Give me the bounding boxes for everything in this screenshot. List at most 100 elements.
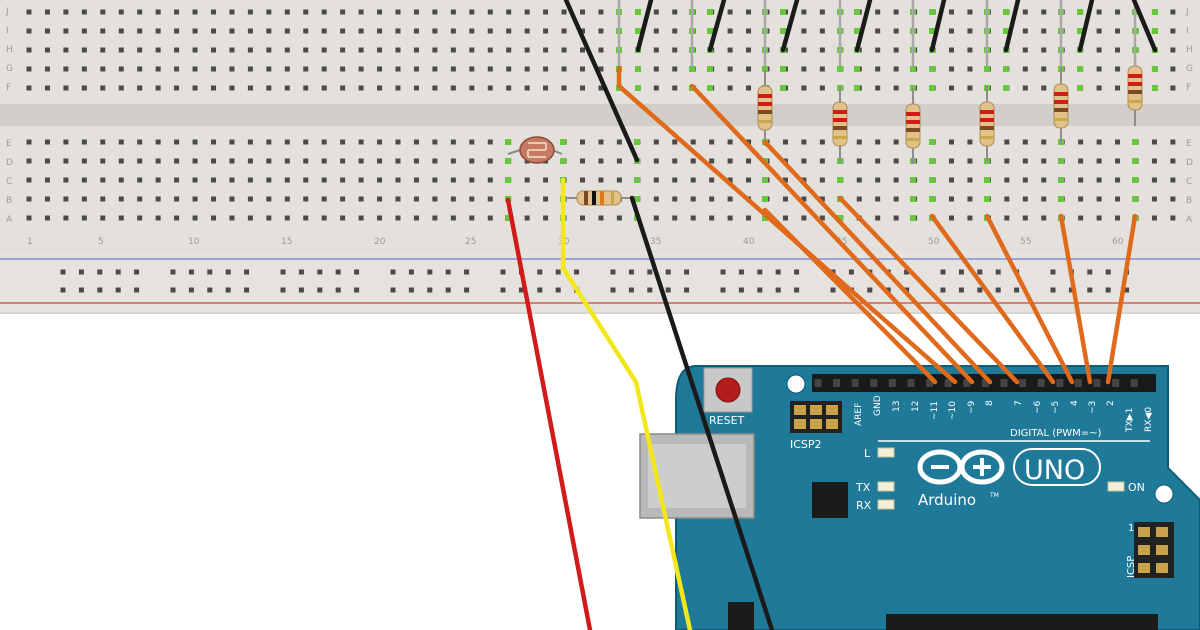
breadboard-hole[interactable] — [413, 28, 419, 34]
breadboard-hole[interactable] — [321, 196, 327, 202]
breadboard-hole[interactable] — [875, 158, 881, 164]
rail-hole[interactable] — [225, 269, 231, 275]
connected-hole[interactable] — [635, 28, 641, 34]
header-socket[interactable] — [907, 379, 915, 387]
breadboard-hole[interactable] — [893, 47, 899, 53]
breadboard-hole[interactable] — [137, 9, 143, 15]
breadboard-hole[interactable] — [303, 196, 309, 202]
connected-hole[interactable] — [929, 9, 935, 15]
breadboard-hole[interactable] — [137, 196, 143, 202]
breadboard-hole[interactable] — [432, 85, 438, 91]
breadboard-hole[interactable] — [26, 196, 32, 202]
breadboard-hole[interactable] — [44, 28, 50, 34]
breadboard-hole[interactable] — [967, 139, 973, 145]
rail-hole[interactable] — [794, 269, 800, 275]
connected-hole[interactable] — [1003, 66, 1009, 72]
connected-hole[interactable] — [707, 28, 713, 34]
breadboard-hole[interactable] — [856, 196, 862, 202]
breadboard-hole[interactable] — [247, 85, 253, 91]
breadboard-hole[interactable] — [450, 85, 456, 91]
breadboard-hole[interactable] — [174, 158, 180, 164]
connected-hole[interactable] — [762, 177, 768, 183]
breadboard-hole[interactable] — [875, 85, 881, 91]
breadboard-hole[interactable] — [469, 196, 475, 202]
breadboard-hole[interactable] — [284, 177, 290, 183]
rail-hole[interactable] — [1105, 287, 1111, 293]
breadboard-hole[interactable] — [229, 158, 235, 164]
rail-hole[interactable] — [60, 269, 66, 275]
breadboard-hole[interactable] — [192, 177, 198, 183]
wire-black-led-ground[interactable] — [854, 0, 873, 53]
breadboard-hole[interactable] — [856, 177, 862, 183]
connected-hole[interactable] — [780, 28, 786, 34]
breadboard-hole[interactable] — [266, 177, 272, 183]
rail-hole[interactable] — [188, 287, 194, 293]
breadboard-hole[interactable] — [450, 196, 456, 202]
connected-hole[interactable] — [635, 85, 641, 91]
breadboard-hole[interactable] — [598, 47, 604, 53]
breadboard-hole[interactable] — [801, 85, 807, 91]
connected-hole[interactable] — [1132, 177, 1138, 183]
breadboard-hole[interactable] — [672, 66, 678, 72]
breadboard-hole[interactable] — [211, 47, 216, 53]
breadboard-hole[interactable] — [303, 158, 309, 164]
breadboard-hole[interactable] — [192, 215, 198, 221]
breadboard-hole[interactable] — [395, 85, 401, 91]
connected-hole[interactable] — [780, 85, 786, 91]
breadboard-hole[interactable] — [1022, 196, 1028, 202]
breadboard-hole[interactable] — [192, 158, 198, 164]
breadboard-hole[interactable] — [469, 177, 475, 183]
header-socket[interactable] — [814, 379, 822, 387]
breadboard-hole[interactable] — [949, 47, 954, 53]
breadboard-hole[interactable] — [358, 158, 364, 164]
rail-hole[interactable] — [775, 269, 781, 275]
rail-hole[interactable] — [830, 287, 836, 293]
breadboard-hole[interactable] — [303, 66, 309, 72]
breadboard-hole[interactable] — [1151, 215, 1157, 221]
breadboard-hole[interactable] — [690, 177, 696, 183]
breadboard-hole[interactable] — [174, 196, 180, 202]
breadboard-hole[interactable] — [524, 215, 530, 221]
breadboard-hole[interactable] — [192, 196, 198, 202]
breadboard-hole[interactable] — [303, 215, 309, 221]
breadboard-hole[interactable] — [875, 66, 881, 72]
breadboard-hole[interactable] — [174, 215, 180, 221]
breadboard-hole[interactable] — [63, 66, 69, 72]
rail-hole[interactable] — [958, 287, 964, 293]
breadboard-hole[interactable] — [653, 215, 659, 221]
breadboard-hole[interactable] — [413, 9, 419, 15]
breadboard-hole[interactable] — [247, 177, 253, 183]
connected-hole[interactable] — [910, 66, 916, 72]
wire-black-led-ground[interactable] — [1003, 0, 1021, 53]
breadboard-hole[interactable] — [81, 66, 87, 72]
breadboard-hole[interactable] — [211, 177, 216, 183]
breadboard-hole[interactable] — [432, 215, 438, 221]
breadboard-hole[interactable] — [487, 177, 493, 183]
rail-hole[interactable] — [317, 269, 323, 275]
wire-orange-pin[interactable] — [616, 65, 958, 385]
breadboard-hole[interactable] — [1004, 158, 1010, 164]
breadboard-hole[interactable] — [229, 177, 235, 183]
reset-button-cap[interactable] — [715, 377, 741, 403]
rail-hole[interactable] — [867, 287, 873, 293]
breadboard-hole[interactable] — [118, 47, 124, 53]
breadboard-hole[interactable] — [211, 196, 216, 202]
breadboard-hole[interactable] — [1041, 215, 1047, 221]
breadboard-hole[interactable] — [155, 215, 161, 221]
breadboard-hole[interactable] — [653, 85, 659, 91]
breadboard-hole[interactable] — [1041, 66, 1047, 72]
breadboard-hole[interactable] — [967, 177, 973, 183]
breadboard-hole[interactable] — [949, 66, 954, 72]
rail-hole[interactable] — [207, 287, 213, 293]
connected-hole[interactable] — [707, 9, 713, 15]
header-socket[interactable] — [963, 379, 971, 387]
breadboard-hole[interactable] — [1115, 85, 1121, 91]
breadboard-hole[interactable] — [395, 158, 401, 164]
breadboard-hole[interactable] — [819, 139, 825, 145]
rail-hole[interactable] — [1087, 287, 1093, 293]
rail-hole[interactable] — [354, 269, 360, 275]
rail-hole[interactable] — [1068, 287, 1074, 293]
breadboard-hole[interactable] — [192, 28, 198, 34]
breadboard-hole[interactable] — [303, 9, 309, 15]
rail-hole[interactable] — [115, 287, 121, 293]
